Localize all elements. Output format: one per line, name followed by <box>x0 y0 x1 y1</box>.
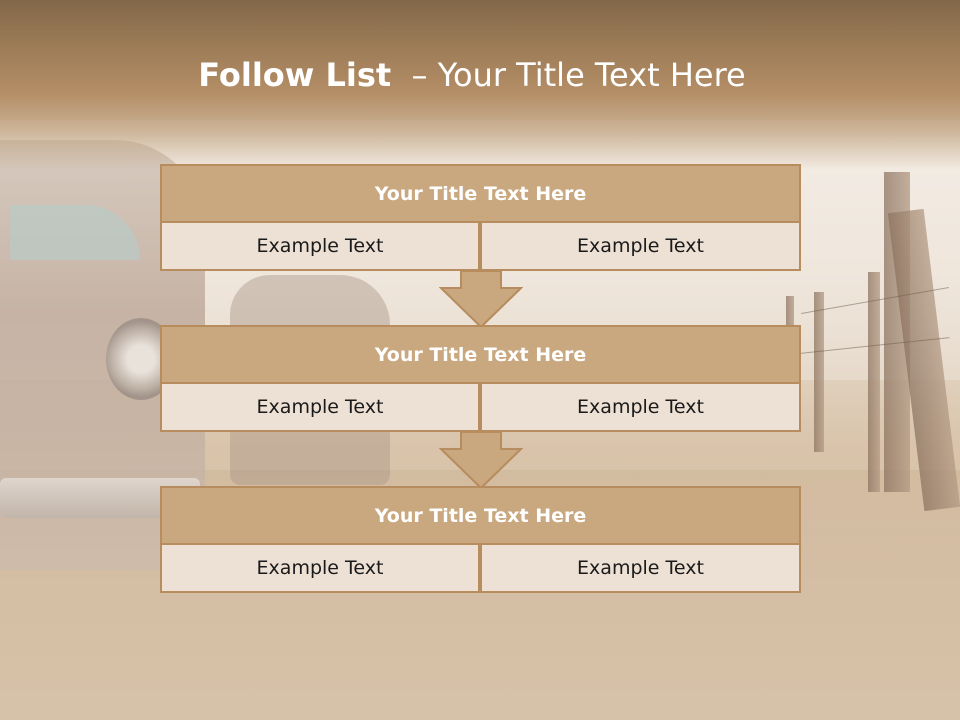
step-text-left: Example Text <box>160 382 480 432</box>
step-title: Your Title Text Here <box>160 486 801 545</box>
step-title: Your Title Text Here <box>160 164 801 223</box>
step-text-right: Example Text <box>480 543 801 593</box>
step-title: Your Title Text Here <box>160 325 801 384</box>
step-text-left: Example Text <box>160 221 480 271</box>
step-1: Your Title Text Here Example Text Exampl… <box>160 164 801 271</box>
down-arrow-icon <box>439 431 523 489</box>
title-band <box>0 0 960 170</box>
step-text-right: Example Text <box>480 221 801 271</box>
fence-post <box>868 272 880 492</box>
slide-title-bold: Follow List <box>198 56 392 94</box>
slide-title: Follow List – Your Title Text Here <box>0 56 944 94</box>
down-arrow-icon <box>439 270 523 328</box>
step-text-right: Example Text <box>480 382 801 432</box>
step-text-left: Example Text <box>160 543 480 593</box>
slide-title-rest: – Your Title Text Here <box>411 56 746 94</box>
fence-post <box>814 292 824 452</box>
step-3: Your Title Text Here Example Text Exampl… <box>160 486 801 593</box>
step-2: Your Title Text Here Example Text Exampl… <box>160 325 801 432</box>
